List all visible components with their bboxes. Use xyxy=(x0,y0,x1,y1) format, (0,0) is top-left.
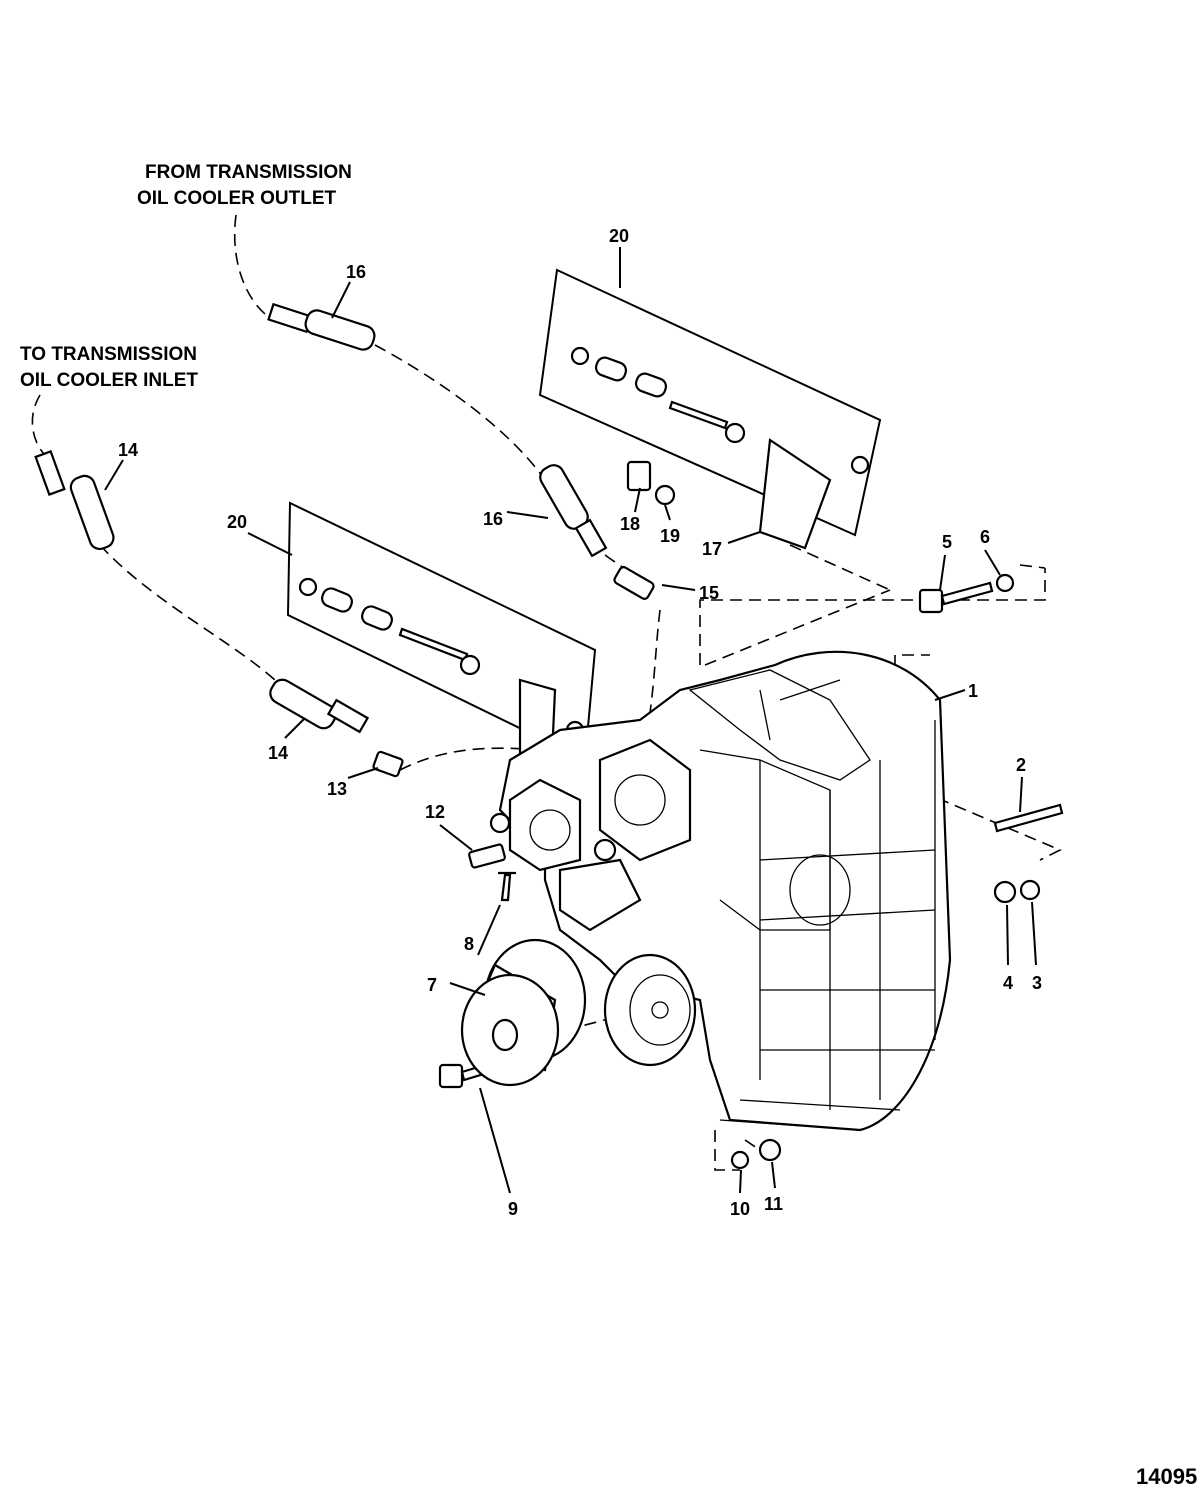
fitting-14-lower xyxy=(269,678,370,734)
nut-11 xyxy=(758,1138,782,1162)
callout-4: 4 xyxy=(1003,973,1013,993)
callout-14: 14 xyxy=(118,440,138,460)
fitting-16-upper xyxy=(267,302,376,351)
callout-8: 8 xyxy=(464,934,474,954)
inlet-note-line2: OIL COOLER INLET xyxy=(20,370,198,391)
callout-13: 13 xyxy=(327,779,347,799)
figure-number: 14095 xyxy=(1136,1464,1197,1489)
bracket-path xyxy=(704,544,891,666)
sensor-15 xyxy=(613,566,655,600)
callout-5: 5 xyxy=(942,532,952,552)
callout-3: 3 xyxy=(1032,973,1042,993)
outlet-note-line1: FROM TRANSMISSION xyxy=(145,162,352,183)
leader-lines xyxy=(104,247,1037,1194)
hose-path-14 xyxy=(99,544,276,681)
stud-2 xyxy=(993,803,1064,833)
hose-path-15 xyxy=(604,554,646,591)
mount-path-10 xyxy=(714,1130,761,1171)
callout-12: 12 xyxy=(425,802,445,822)
callout-15: 15 xyxy=(699,583,719,603)
fitting-14-upper xyxy=(34,450,115,551)
callout-14: 14 xyxy=(268,743,288,763)
outlet-hose-path xyxy=(233,214,271,319)
inlet-note-line1: TO TRANSMISSION xyxy=(20,344,197,365)
outlet-note-line2: OIL COOLER OUTLET xyxy=(137,188,337,209)
callout-1: 1 xyxy=(968,681,978,701)
washer-3 xyxy=(1019,879,1041,901)
drive-pulley-7 xyxy=(460,938,587,1087)
fitting-13 xyxy=(372,750,404,778)
hose-path-16 xyxy=(374,344,546,481)
callout-6: 6 xyxy=(980,527,990,547)
sensor-12 xyxy=(468,843,506,869)
nut-4 xyxy=(993,880,1017,904)
callout-16: 16 xyxy=(346,262,366,282)
bolt-5 xyxy=(918,581,994,614)
callout-17: 17 xyxy=(702,539,722,559)
callout-11: 11 xyxy=(764,1194,783,1214)
washer-19 xyxy=(654,484,676,506)
mount-path-upper xyxy=(699,564,1046,665)
bolt-18 xyxy=(626,460,652,492)
callout-18: 18 xyxy=(620,514,640,534)
callout-7: 7 xyxy=(427,975,437,995)
kit-parts-upper xyxy=(570,346,870,550)
washer-6 xyxy=(995,573,1015,593)
fitting-16-lower xyxy=(539,464,608,558)
inlet-hose-path xyxy=(31,394,46,456)
callout-20: 20 xyxy=(609,226,629,246)
callout-10: 10 xyxy=(730,1199,750,1219)
callout-20: 20 xyxy=(227,512,247,532)
callout-9: 9 xyxy=(508,1199,518,1219)
callout-16: 16 xyxy=(483,509,503,529)
callout-19: 19 xyxy=(660,526,680,546)
screw-8 xyxy=(498,871,516,902)
kit-panel-upper xyxy=(538,268,882,537)
transmission-housing-1 xyxy=(489,650,952,1132)
callout-2: 2 xyxy=(1016,755,1026,775)
washer-10 xyxy=(730,1150,750,1170)
